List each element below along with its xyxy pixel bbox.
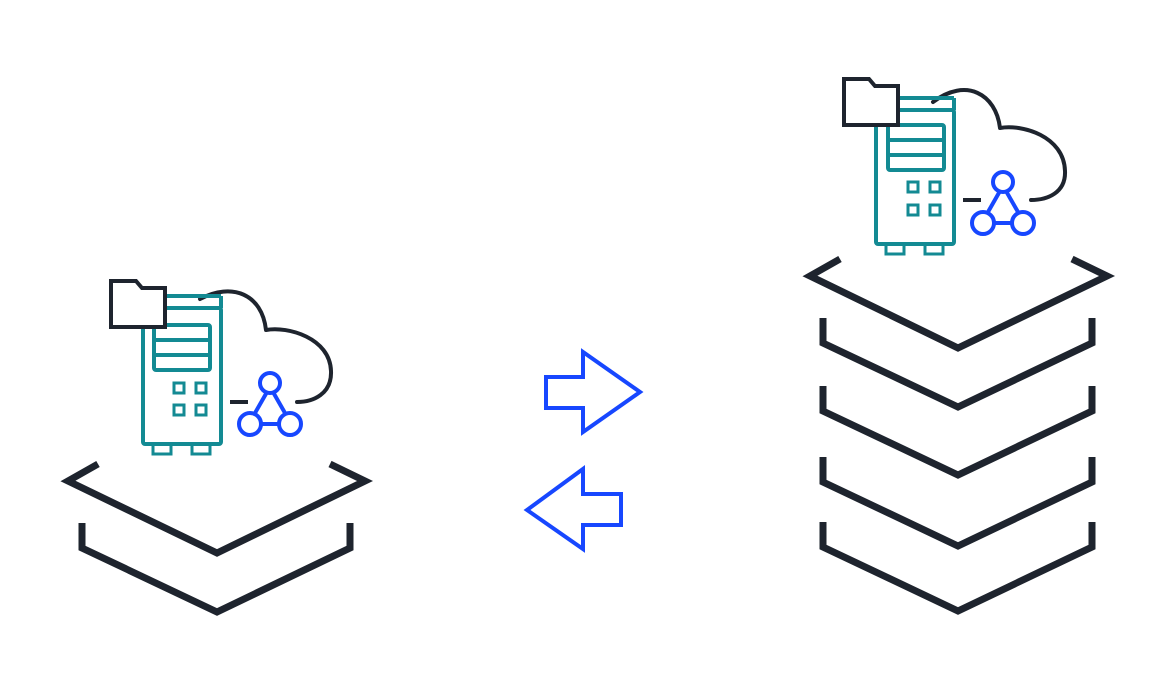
cloud-icon	[931, 88, 1068, 202]
stack-layer	[819, 522, 1096, 615]
stack-top-layer	[60, 460, 374, 557]
network-nodes-icon	[970, 170, 1036, 236]
folder-icon	[842, 77, 900, 127]
right-node-group	[802, 77, 1116, 615]
network-nodes-icon	[237, 371, 303, 437]
left-stack	[60, 460, 374, 616]
arrow-right-icon	[544, 348, 644, 436]
folder-icon	[109, 279, 167, 329]
right-stack	[802, 255, 1116, 615]
server-icon	[141, 294, 223, 456]
stack-layer	[819, 386, 1096, 479]
stack-layer	[78, 523, 354, 616]
stack-layer	[819, 457, 1096, 550]
cloud-icon	[198, 289, 334, 404]
stack-layer	[819, 318, 1096, 411]
server-icon	[874, 96, 956, 256]
arrow-left-icon	[523, 465, 623, 553]
left-node-group	[60, 279, 374, 616]
stack-top-layer	[802, 255, 1116, 352]
